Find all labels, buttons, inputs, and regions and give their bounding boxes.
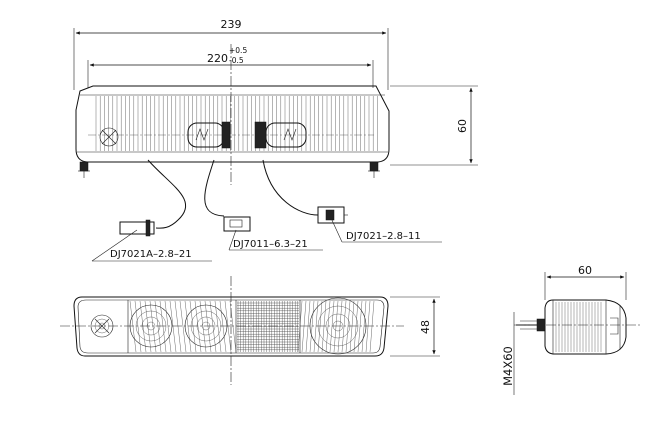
- dim-overall-width: 239: [73, 18, 389, 90]
- dim-overall-width-label: 239: [221, 18, 242, 31]
- connector-dj7021: [317, 206, 348, 224]
- bulb-left-icon: [187, 121, 231, 149]
- dim-side-width: 60: [544, 264, 627, 300]
- connector-label-dj7021: DJ7021–2.8–11: [346, 231, 421, 242]
- dim-height-label: 60: [456, 119, 469, 133]
- mounting-foot-left: [78, 161, 90, 178]
- lamp-body-front: [75, 44, 390, 185]
- dim-lamp-width: 220 +0.5 -0.5: [87, 46, 374, 88]
- dim-depth-label: 48: [419, 320, 432, 334]
- dim-height: 60: [390, 85, 478, 166]
- lamp-socket-icon: [99, 127, 119, 147]
- front-view: 239 220 +0.5 -0.5 60: [73, 18, 478, 262]
- connector-dj7021a: [119, 219, 155, 237]
- dim-lamp-width-label: 220: [207, 52, 228, 65]
- connector-label-dj7021a: DJ7021A–2.8–21: [110, 249, 192, 260]
- connector-dj7011: [223, 216, 251, 232]
- wire-harness: [147, 159, 319, 229]
- mounting-foot-right: [368, 161, 380, 178]
- dim-side-width-label: 60: [578, 264, 592, 277]
- bolt-size-label: M4X60: [501, 346, 515, 386]
- connector-label-dj7011: DJ7011–6.3–21: [233, 239, 308, 250]
- bulb-right-icon: [254, 121, 307, 149]
- connector-labels: DJ7021A–2.8–21 DJ7011–6.3–21 DJ7021–2.8–…: [91, 217, 442, 262]
- top-view: 48: [60, 276, 440, 385]
- dim-tol-upper: +0.5: [229, 46, 247, 55]
- dim-tol-lower: -0.5: [229, 56, 244, 65]
- side-view: 60 M4X60: [501, 264, 640, 395]
- dim-depth: 48: [390, 296, 440, 357]
